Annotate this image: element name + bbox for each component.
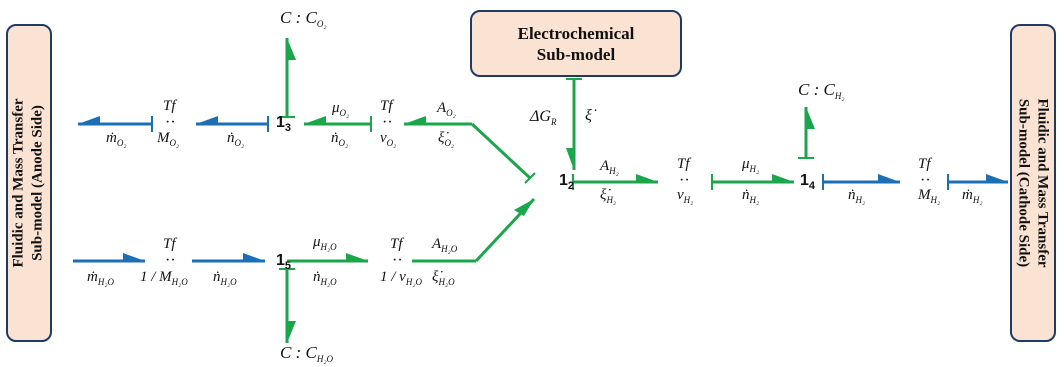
tf-dots-2: ·· [382,114,393,131]
label-mu-h2o: μH₂O [313,234,337,252]
label-xi-o2: ξ̇O₂ [438,130,455,148]
label-nu-h2: νH₂ [677,187,694,205]
anode-line1: Fluidic and Mass Transfer [11,98,28,268]
label-ndot-h2-b: ṅH₂ [848,187,866,205]
label-inv-nu-h2o: 1 / νH₂O [380,269,422,287]
tf-label-5: Tf [677,156,690,172]
anode-submodel-box: Fluidic and Mass Transfer Sub-model (Ano… [6,24,52,342]
label-ndot-o2-a: ṅO₂ [227,130,245,148]
electrochemical-submodel-box: Electrochemical Sub-model [470,10,682,77]
bond-mdot-h2o [73,253,145,263]
label-M-o2: MO₂ [157,130,180,148]
label-M-h2: MH₂ [918,187,941,205]
tf-dots-3: ·· [165,252,176,269]
anode-line2: Sub-model (Anode Side) [30,105,47,261]
junction-1-4: 14 [800,172,816,193]
label-xi-h2: ξ̇H₂ [600,187,617,205]
bond-c-h2o [279,268,296,343]
capacitor-o2: C : CO₂ [280,8,327,29]
label-mdot-o2: ṁO₂ [106,130,127,148]
bond-ndot-o2 [196,116,269,132]
tf-label-2: Tf [380,98,393,114]
tf-label-1: Tf [163,98,176,114]
label-mu-o2: μO₂ [332,100,350,118]
cathode-submodel-box: Fluidic and Mass Transfer Sub-model (Cat… [1010,24,1056,342]
label-ndot-h2o-b: ṅH₂O [313,269,337,287]
label-inv-M-h2o: 1 / MH₂O [140,269,188,287]
bond-mdot-h2 [947,174,1008,190]
bond-dg [566,78,582,170]
junction-1-3: 13 [276,114,292,135]
bond-mu-o2 [304,116,372,132]
junction-1-2: 12 [559,172,575,193]
label-nu-o2: νO₂ [380,130,397,148]
tf-dots-4: ·· [392,252,403,269]
cathode-line2: Sub-model (Cathode Side) [1016,98,1033,268]
label-A-o2: AO₂ [437,100,456,118]
label-mdot-h2: ṁH₂ [962,187,983,205]
label-A-h2: AH₂ [600,158,619,176]
tf-dots-5: ·· [679,172,690,189]
label-ndot-h2o-a: ṅH₂O [213,269,237,287]
capacitor-h2: C : CH₂ [798,80,845,101]
tf-label-6: Tf [918,156,931,172]
tf-label-3: Tf [163,236,176,252]
label-ndot-o2-b: ṅO₂ [331,130,349,148]
bond-mu-h2 [711,174,794,190]
bond-a-o2 [404,116,536,184]
tf-label-4: Tf [390,236,403,252]
label-mdot-h2o: ṁH₂O [87,269,114,287]
electrochemical-line1: Electrochemical [517,23,635,43]
label-A-h2o: AH₂O [432,236,458,254]
capacitor-h2o: C : CH₂O [280,343,333,364]
bond-a-h2 [572,174,658,190]
label-xi-h2o: ξ̇H₂O [432,269,455,287]
cathode-line1: Fluidic and Mass Transfer [1035,98,1052,268]
label-mu-h2: μH₂ [742,156,760,174]
junction-1-5: 15 [276,252,292,273]
label-ndot-h2-a: ṅH₂ [742,187,760,205]
tf-dots-1: ·· [165,114,176,131]
bond-ndot-h2o [192,253,265,263]
bond-c-o2 [279,38,296,118]
bond-mu-h2o [287,253,368,263]
label-xi-dot: ξ̇ [585,107,592,124]
label-delta-g-r: ΔGR [530,108,557,127]
bond-ndot-h2-b [822,174,900,190]
bond-a-h2o [412,197,536,263]
bond-c-h2 [798,107,815,159]
bond-mdot-o2 [78,116,153,132]
tf-dots-6: ·· [920,172,931,189]
electrochemical-line2: Sub-model [536,44,616,64]
